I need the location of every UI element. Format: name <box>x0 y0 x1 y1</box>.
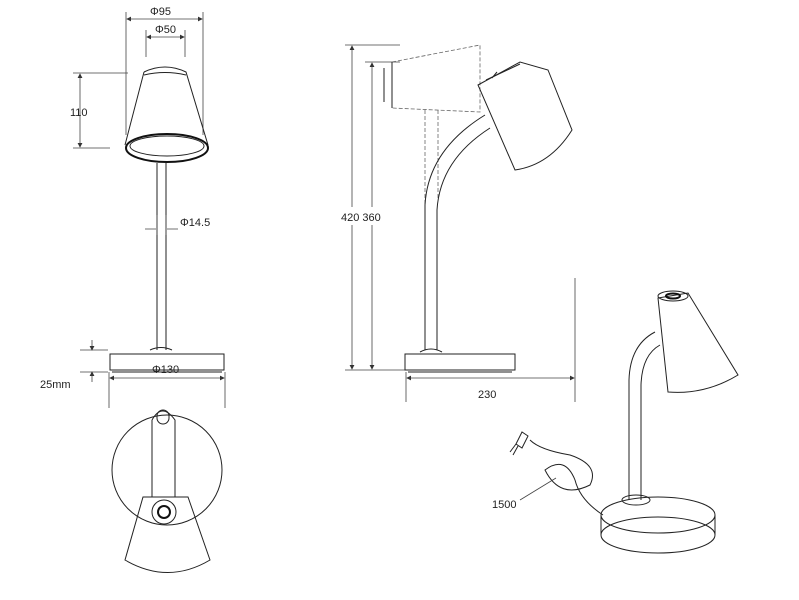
dim-shade-height: 110 <box>70 107 88 119</box>
dim-depth: 230 <box>478 389 496 401</box>
side-view: 420 360 230 <box>340 44 576 402</box>
top-view <box>111 409 223 573</box>
dim-base-height: 25mm <box>40 379 71 391</box>
dim-base-diameter: Φ130 <box>152 364 179 376</box>
perspective-view: 1500 <box>492 290 739 554</box>
dim-shade-outer-diameter: Φ95 <box>150 6 171 18</box>
dim-stem-diameter: Φ14.5 <box>180 217 210 229</box>
front-view: Φ95 Φ50 110 Φ14.5 25mm Φ130 <box>40 6 226 408</box>
dim-shade-inner-diameter: Φ50 <box>155 24 176 36</box>
dim-total-height: 420 360 <box>341 212 381 224</box>
dim-cable-length: 1500 <box>492 499 516 511</box>
